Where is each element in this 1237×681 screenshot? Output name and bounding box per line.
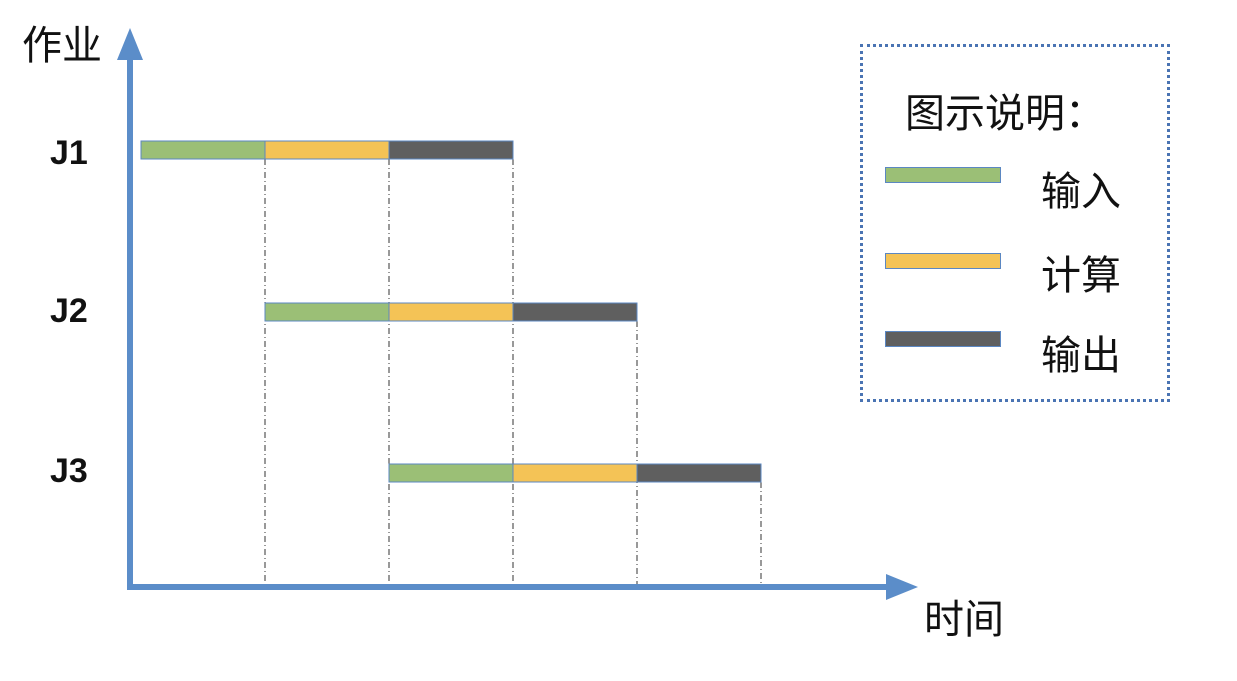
legend-title: 图示说明： <box>905 91 1105 137</box>
bar-j2-compute <box>388 302 514 322</box>
y-axis-label: 作业 <box>22 23 102 69</box>
legend-swatch-input <box>885 167 1001 183</box>
x-axis-label: 时间 <box>924 597 1004 643</box>
bar-j3-input <box>388 463 514 483</box>
x-axis-arrow <box>886 574 918 600</box>
time-guide-lines <box>264 159 762 590</box>
bar-j2-output <box>512 302 638 322</box>
bar-j3-output <box>636 463 762 483</box>
bar-j1-input <box>140 140 266 160</box>
legend: 图示说明： 输入 计算 输出 <box>860 44 1170 402</box>
bar-j1-compute <box>264 140 390 160</box>
job-label-j1: J1 <box>50 134 88 172</box>
bar-j3-compute <box>512 463 638 483</box>
bar-j2-input <box>264 302 390 322</box>
job-bars <box>140 140 762 483</box>
y-axis-arrow <box>117 28 143 60</box>
legend-label-output: 输出 <box>1041 333 1121 379</box>
legend-label-input: 输入 <box>1041 169 1121 215</box>
job-label-j3: J3 <box>50 452 88 490</box>
job-label-j2: J2 <box>50 292 88 330</box>
bar-j1-output <box>388 140 514 160</box>
legend-swatch-compute <box>885 253 1001 269</box>
legend-swatch-output <box>885 331 1001 347</box>
axes <box>117 28 918 600</box>
legend-label-compute: 计算 <box>1041 253 1121 299</box>
